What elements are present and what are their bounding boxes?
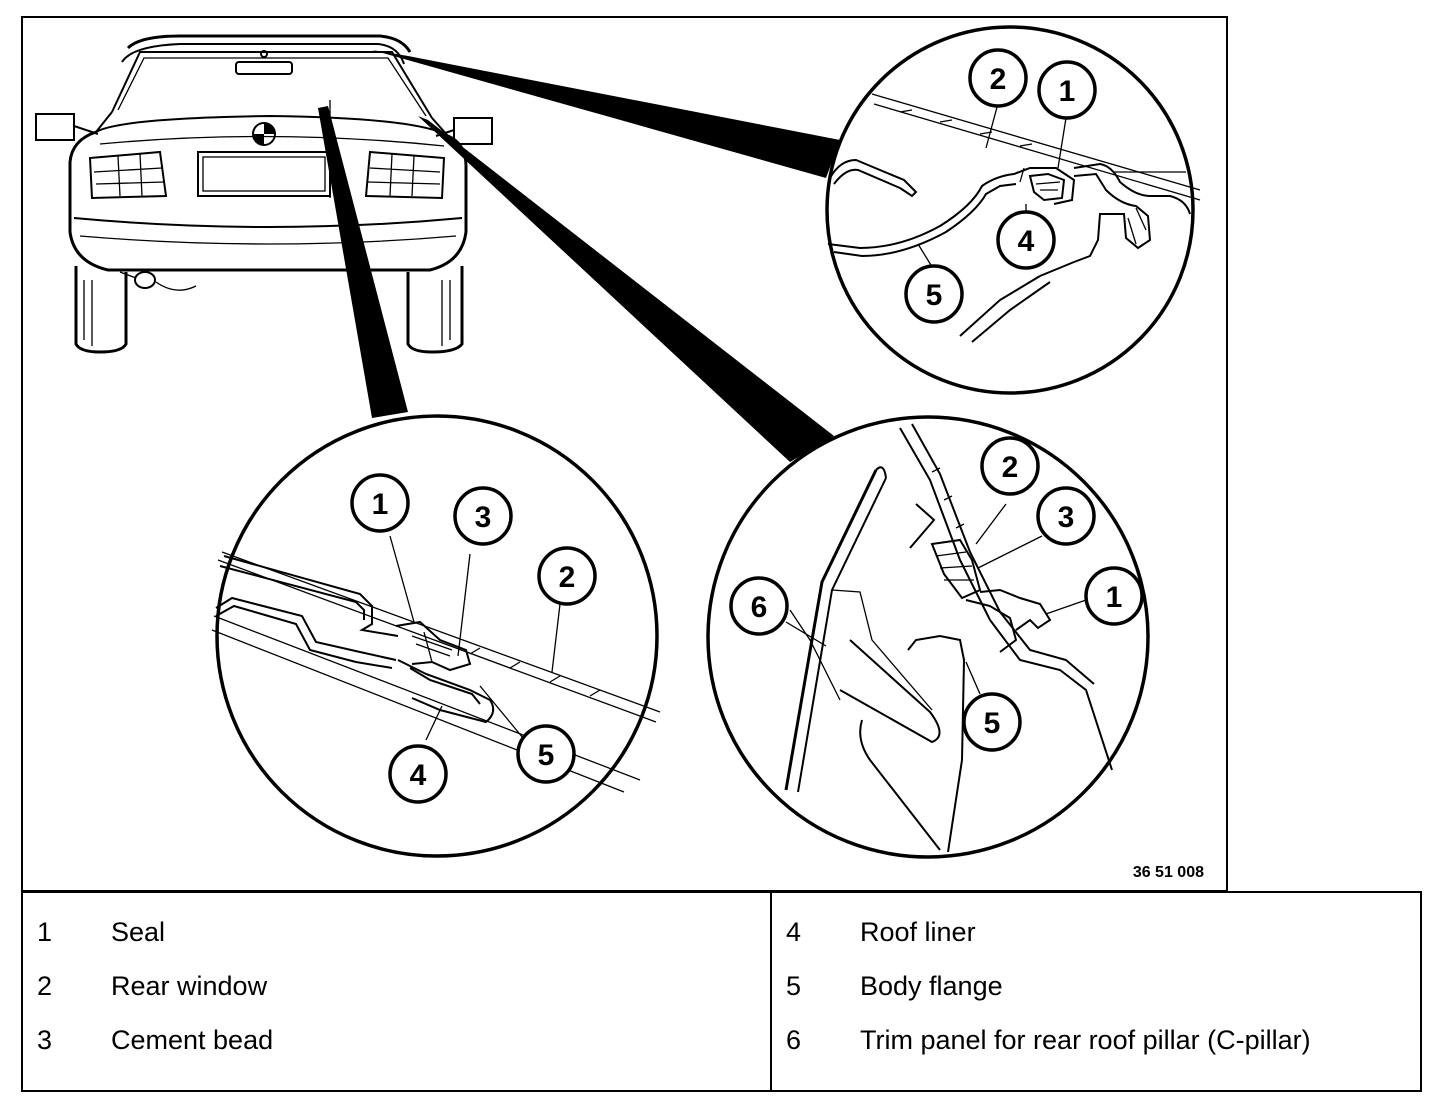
legend-number: 1 bbox=[37, 917, 53, 947]
legend-column-left: 1 Seal 2 Rear window 3 Cement bead bbox=[23, 893, 772, 1090]
car-rear-view bbox=[35, 34, 493, 354]
legend-item: 1 Seal bbox=[23, 915, 770, 969]
svg-text:5: 5 bbox=[538, 739, 555, 772]
svg-text:2: 2 bbox=[559, 561, 576, 594]
detail-pointer-wedges bbox=[318, 50, 840, 462]
callout-top-right-1: 1 bbox=[1037, 60, 1097, 120]
callout-bottom-right-6: 6 bbox=[729, 576, 789, 636]
svg-text:2: 2 bbox=[1002, 451, 1019, 484]
legend-text: Trim panel for rear roof pillar (C-pilla… bbox=[860, 1025, 1311, 1055]
legend-number: 5 bbox=[786, 971, 802, 1001]
callout-bottom-left-2: 2 bbox=[537, 546, 597, 606]
figure-code: 36 51 008 bbox=[1132, 864, 1204, 881]
legend-text: Body flange bbox=[860, 971, 1003, 1001]
callout-bottom-right-1: 1 bbox=[1084, 566, 1144, 626]
legend-item: 6 Trim panel for rear roof pillar (C-pil… bbox=[772, 1023, 1420, 1077]
legend-item: 2 Rear window bbox=[23, 969, 770, 1023]
legend-number: 2 bbox=[37, 971, 53, 1001]
svg-text:1: 1 bbox=[1106, 581, 1123, 614]
svg-text:2: 2 bbox=[990, 63, 1007, 96]
legend-column-right: 4 Roof liner 5 Body flange 6 Trim panel … bbox=[772, 893, 1420, 1090]
legend-number: 4 bbox=[786, 917, 802, 947]
callout-top-right-2: 2 bbox=[968, 48, 1028, 108]
svg-text:6: 6 bbox=[751, 591, 768, 624]
callout-bottom-right-5: 5 bbox=[962, 692, 1022, 752]
svg-text:5: 5 bbox=[926, 279, 943, 312]
svg-text:4: 4 bbox=[1018, 225, 1035, 258]
callout-bottom-right-2: 2 bbox=[980, 436, 1040, 496]
callout-top-right-4: 4 bbox=[996, 210, 1056, 270]
callout-bottom-left-5: 5 bbox=[516, 724, 576, 784]
legend-text: Seal bbox=[111, 917, 166, 947]
svg-text:5: 5 bbox=[984, 707, 1001, 740]
detail-circle-bottom-right bbox=[706, 415, 1150, 859]
svg-text:1: 1 bbox=[372, 488, 389, 521]
svg-text:3: 3 bbox=[475, 501, 492, 534]
legend-number: 6 bbox=[786, 1025, 802, 1055]
legend-item: 5 Body flange bbox=[772, 969, 1420, 1023]
legend-number: 3 bbox=[37, 1025, 53, 1055]
svg-text:4: 4 bbox=[410, 759, 427, 792]
callout-top-right-5: 5 bbox=[904, 264, 964, 324]
svg-text:1: 1 bbox=[1059, 75, 1076, 108]
legend-text: Cement bead bbox=[111, 1025, 274, 1055]
callout-bottom-left-4: 4 bbox=[388, 744, 448, 804]
legend-text: Rear window bbox=[111, 971, 268, 1001]
callout-bottom-right-3: 3 bbox=[1036, 486, 1096, 546]
callout-bottom-left-1: 1 bbox=[350, 473, 410, 533]
legend-item: 3 Cement bead bbox=[23, 1023, 770, 1077]
diagram-svg: 2 1 4 5 1 3 2 5 4 2 3 1 6 5 bbox=[35, 25, 1201, 859]
svg-text:3: 3 bbox=[1058, 501, 1075, 534]
diagram-figure: 2 1 4 5 1 3 2 5 4 2 3 1 6 5 36 51 008 bbox=[21, 16, 1228, 892]
legend-text: Roof liner bbox=[860, 917, 976, 947]
legend-item: 4 Roof liner bbox=[772, 915, 1420, 969]
callout-bottom-left-3: 3 bbox=[453, 486, 513, 546]
legend-table: 1 Seal 2 Rear window 3 Cement bead 4 Roo… bbox=[21, 891, 1422, 1092]
